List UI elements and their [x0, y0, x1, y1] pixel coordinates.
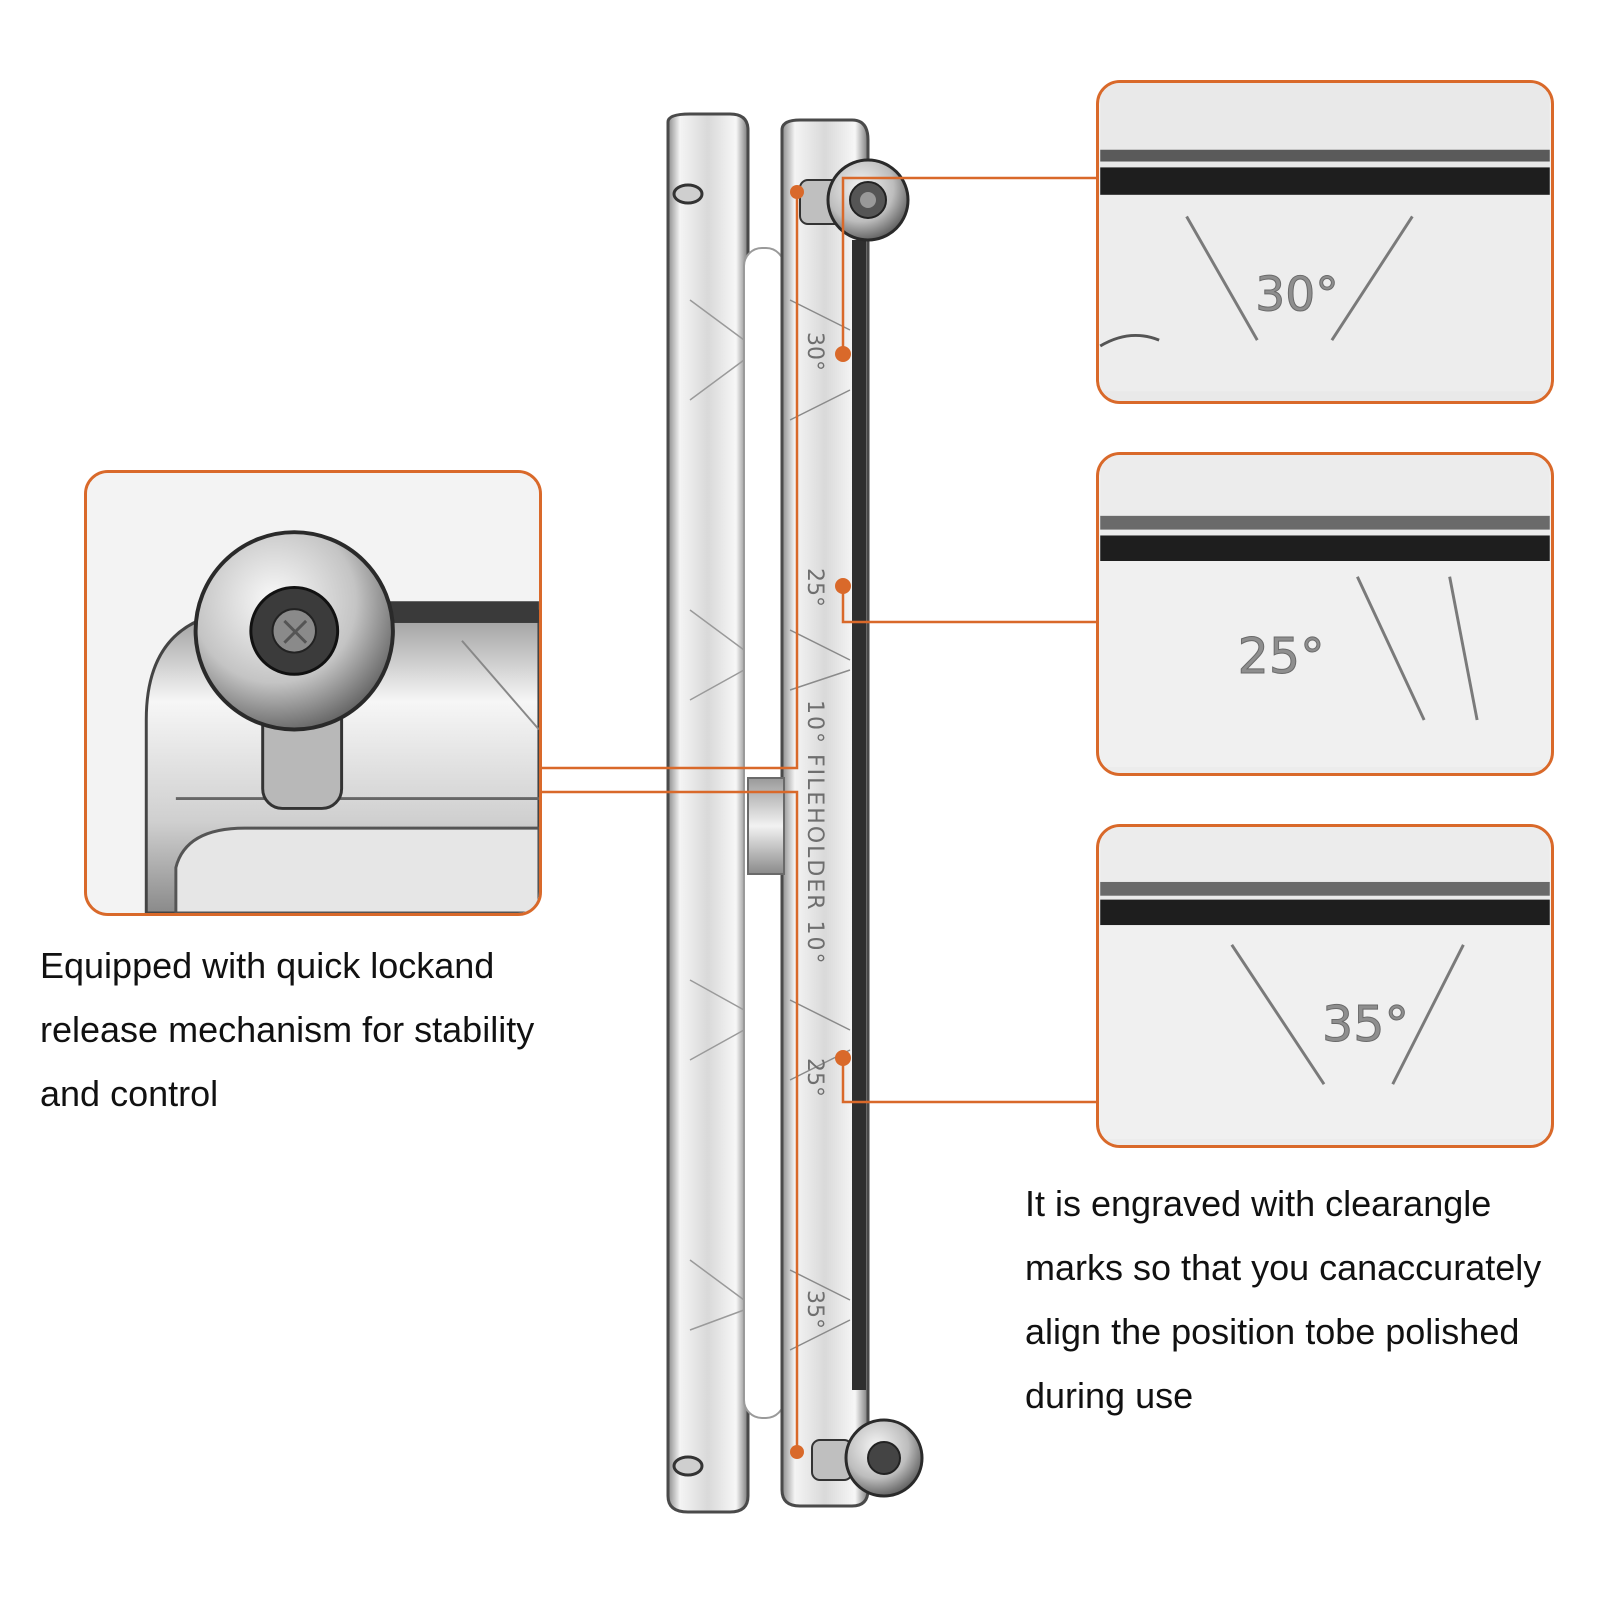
lock-mechanism-caption: Equipped with quick lockand release mech… — [40, 934, 640, 1126]
file-holder-tool: 30° 25° 10° FILEHOLDER 10° 25° 35° — [666, 112, 924, 1514]
left-rail — [666, 112, 750, 1514]
angle-25-zoom: 25° — [1100, 455, 1550, 773]
right-rail-edge — [852, 240, 866, 1390]
caption-line: Equipped with quick lockand — [40, 945, 495, 986]
right-rail-marks — [789, 299, 851, 1351]
bottom-rivet — [672, 1455, 704, 1477]
angle-35-label: 35° — [1322, 995, 1409, 1053]
angle-mark-35: 35° — [802, 1290, 827, 1329]
angle-35-zoom: 35° — [1100, 827, 1550, 1145]
caption-line: release mechanism for stability — [40, 1009, 535, 1050]
leader-lines — [528, 176, 1096, 1452]
angle-30-zoom: 30° — [1099, 83, 1550, 401]
angle-35-callout: 35° — [1096, 824, 1554, 1148]
caption-line: It is engraved with clearangle — [1025, 1183, 1492, 1224]
leader-dots — [790, 185, 851, 1459]
caption-line: and control — [40, 1073, 219, 1114]
caption-line: marks so that you canaccurately — [1025, 1247, 1542, 1288]
fileholder-engraving: 10° FILEHOLDER 10° — [802, 700, 827, 966]
angle-25-callout: 25° — [1096, 452, 1554, 776]
middle-bridge — [747, 777, 785, 875]
left-rail-marks — [689, 299, 745, 1331]
angle-30-callout: 30° — [1096, 80, 1554, 404]
lock-mechanism-callout — [84, 470, 542, 916]
angle-mark-25-top: 25° — [802, 568, 827, 607]
caption-line: align the position tobe polished — [1025, 1311, 1520, 1352]
bottom-lock-knob — [811, 1418, 924, 1498]
angle-mark-30: 30° — [802, 332, 827, 371]
top-rivet — [672, 183, 704, 205]
caption-line: during use — [1025, 1375, 1194, 1416]
angle-30-label: 30° — [1255, 268, 1339, 323]
angle-mark-25-bottom: 25° — [802, 1058, 827, 1097]
top-lock-knob — [799, 158, 910, 242]
angle-marks-caption: It is engraved with clearangle marks so … — [1025, 1172, 1600, 1428]
lock-mechanism-zoom — [87, 473, 539, 913]
angle-25-label: 25° — [1238, 627, 1325, 685]
